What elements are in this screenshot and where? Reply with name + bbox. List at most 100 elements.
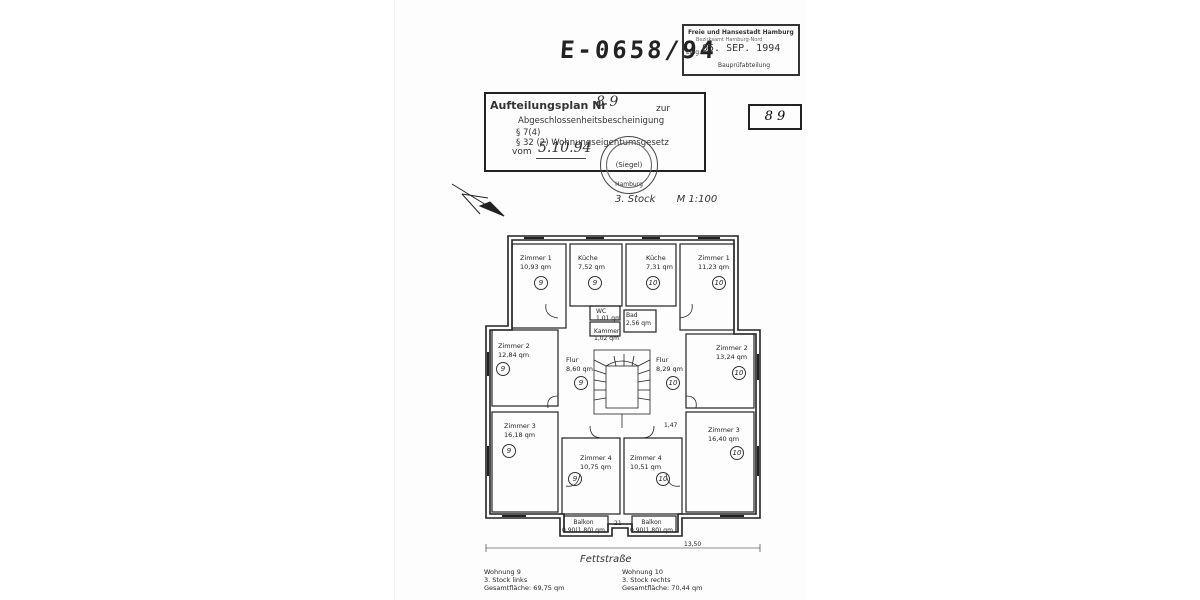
room-name: Zimmer 3	[504, 422, 536, 430]
flat-summary: Wohnung 9 3. Stock links Gesamtfläche: 6…	[484, 568, 564, 592]
room-area: 13,24 qm	[716, 353, 748, 361]
room-name: WC	[596, 308, 607, 315]
flat-summary: Wohnung 10 3. Stock rechts Gesamtfläche:…	[622, 568, 702, 592]
unit-badge: 9	[502, 444, 516, 458]
seal-mark: (Siegel)	[615, 161, 643, 169]
room-area: 10,93 qm	[520, 263, 552, 271]
received-stamp-office: Bezirksamt Hamburg-Nord	[696, 37, 763, 43]
room-name: Flur	[566, 356, 579, 364]
room-name: Flur	[656, 356, 669, 364]
stair-dimension: 1,47	[664, 422, 678, 429]
unit-badge: 10	[656, 472, 670, 486]
division-plan-stamp: Aufteilungsplan Nr 8 9 zur Abgeschlossen…	[484, 92, 706, 172]
plan-stamp-line4: § 32 (2) Wohnungseigentumsgesetz	[516, 138, 669, 148]
room-area: 7,31 qm	[646, 263, 673, 271]
floor-label: 3. Stock	[615, 194, 656, 205]
room-area: 1,01 qm	[596, 315, 621, 322]
width-dimension-line	[485, 544, 761, 552]
unit-badge: 9	[588, 276, 602, 290]
room-name: Zimmer 1	[698, 254, 730, 262]
floor-caption: 3. Stock M 1:100	[615, 194, 717, 205]
received-stamp-department: Bauprüfabteilung	[718, 62, 771, 69]
unit-badge: 10	[712, 276, 726, 290]
flat-floor: 3. Stock rechts	[622, 576, 671, 584]
room-area: 16,40 qm	[708, 435, 740, 443]
room-name: Balkon	[573, 519, 594, 526]
plan-stamp-underline	[536, 158, 586, 159]
plan-stamp-date: 5.10.94	[538, 140, 592, 156]
plan-stamp-line2: Abgeschlossenheitsbescheinigung	[518, 116, 665, 126]
room-area: 2,56 qm	[626, 320, 651, 327]
unit-badge: 9	[496, 362, 510, 376]
received-stamp-authority: Freie und Hansestadt Hamburg	[688, 29, 794, 36]
room-name: Bad	[626, 312, 638, 319]
door-swings	[545, 303, 697, 487]
plan-stamp-line3: § 7(4)	[516, 128, 541, 138]
room-area: 0,90(1,80) qm	[562, 527, 605, 534]
flat-floor: 3. Stock links	[484, 576, 528, 584]
plan-stamp-title: Aufteilungsplan Nr	[490, 99, 607, 112]
plan-stamp-number: 8 9	[596, 94, 619, 110]
unit-badge: 10	[646, 276, 660, 290]
unit-badge: 9	[568, 472, 582, 486]
room-name: Balkon	[641, 519, 662, 526]
official-seal: (Siegel) Hamburg	[600, 136, 658, 194]
plan-stamp-zur: zur	[656, 104, 671, 114]
received-stamp-date: 05. SEP. 1994	[702, 43, 781, 54]
room-area: 1,02 qm	[594, 335, 619, 342]
unit-badge: 10	[666, 376, 680, 390]
windows	[487, 237, 759, 517]
plan-stamp-vom: vom	[512, 147, 532, 157]
room-name: Zimmer 2	[498, 342, 530, 350]
room-area: 10,75 qm	[580, 463, 612, 471]
received-stamp: Freie und Hansestadt Hamburg Bezirksamt …	[682, 24, 800, 76]
room-name: Zimmer 4	[630, 454, 662, 462]
room-area: 11,23 qm	[698, 263, 730, 271]
room-area: 7,52 qm	[578, 263, 605, 271]
room-name: Zimmer 3	[708, 426, 740, 434]
room-area: 10,51 qm	[630, 463, 662, 471]
room-name: Zimmer 4	[580, 454, 612, 462]
unit-badge: 10	[730, 446, 744, 460]
staircase	[593, 349, 651, 428]
street-name: Fettstraße	[580, 554, 632, 565]
room-name: Kammer	[594, 328, 620, 335]
north-arrow-icon	[451, 183, 505, 217]
unit-badge: 9	[574, 376, 588, 390]
flat-name: Wohnung 9	[484, 568, 521, 576]
flat-name: Wohnung 10	[622, 568, 663, 576]
received-stamp-prefix: Eing.	[686, 49, 701, 56]
floor-plan-drawing	[451, 183, 761, 552]
room-name: Zimmer 2	[716, 344, 748, 352]
flat-total: Gesamtfläche: 69,75 qm	[484, 584, 565, 592]
flat-total: Gesamtfläche: 70,44 qm	[622, 584, 703, 592]
room-area: 8,60 qm	[566, 365, 593, 373]
room-name: Küche	[646, 254, 666, 262]
room-name: Küche	[578, 254, 598, 262]
unit-number-box: 8 9	[748, 104, 802, 130]
unit-badge: 10	[732, 366, 746, 380]
seal-bottom-text: Hamburg	[615, 181, 643, 188]
interior-walls	[491, 243, 755, 533]
seal-inner-ring	[606, 142, 652, 188]
room-area: 12,84 qm	[498, 351, 530, 359]
room-area: 0,90(1,80) qm	[630, 527, 673, 534]
room-area: 8,29 qm	[656, 365, 683, 373]
